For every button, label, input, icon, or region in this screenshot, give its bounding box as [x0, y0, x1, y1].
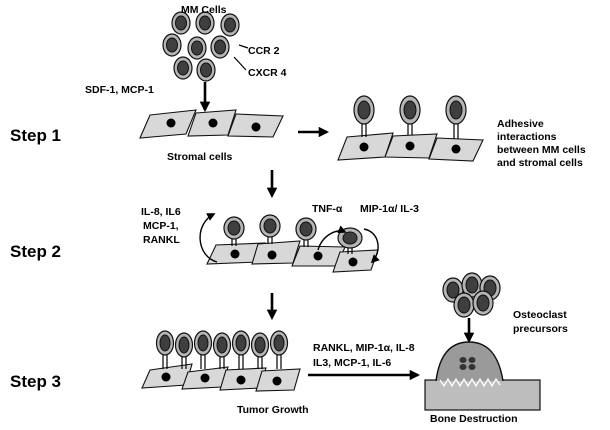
- mcp1-label: MCP-1,: [143, 220, 179, 232]
- tumor-mm-cell: [212, 332, 232, 369]
- tumor-mm-cell: [155, 330, 175, 369]
- ccr2-pointer: [238, 44, 249, 49]
- stromal-cells-label: Stromal cells: [167, 151, 233, 163]
- mip-il3-label: MIP-1α/ IL-3: [360, 203, 419, 215]
- mm-cell: [173, 56, 193, 80]
- step-3-label: Step 3: [10, 372, 61, 391]
- mm-cell: [171, 11, 191, 35]
- osteoclast-label-line1: Osteoclast: [513, 309, 567, 321]
- mm-cell: [220, 13, 240, 37]
- stromal-cell-layer-step1: [139, 109, 284, 139]
- tumor-mm-cell: [174, 332, 194, 369]
- cxcr4-label: CXCR 4: [248, 67, 287, 79]
- rankl-label: RANKL: [143, 234, 180, 246]
- tumor-mm-cell: [231, 330, 251, 369]
- paracrine-arrow-left: [199, 213, 218, 263]
- mm-cell: [210, 35, 230, 59]
- paracrine-arrow-middle: [317, 225, 347, 251]
- mm-stromal-interaction-step2: [206, 214, 379, 273]
- adhesive-label-line4: and stromal cells: [497, 157, 583, 169]
- mm-cell: [195, 11, 215, 35]
- mm-cell-cluster: [162, 11, 240, 82]
- tnf-alpha-label: TNF-α: [312, 203, 343, 215]
- step-2-label: Step 2: [10, 242, 61, 261]
- mm-cells-label: MM Cells: [181, 4, 227, 16]
- tumor-mm-cell: [193, 330, 213, 369]
- ccr2-label: CCR 2: [248, 45, 280, 57]
- cxcr4-pointer: [233, 56, 247, 71]
- tumor-growth-cells: [141, 330, 301, 392]
- tumor-mm-cell: [269, 330, 289, 369]
- factors-label-line1: RANKL, MIP-1α, IL-8: [313, 342, 415, 354]
- step-1-label: Step 1: [10, 126, 61, 145]
- osteoclast-precursor-cluster: [442, 272, 501, 318]
- paracrine-arrow-right: [363, 228, 380, 264]
- ruffled-border: [439, 377, 501, 388]
- tumor-mm-cell: [250, 332, 270, 369]
- adhesive-label-line2: interactions: [497, 131, 557, 143]
- adhered-mm-cells-step1: [337, 95, 484, 162]
- mm-cell: [196, 58, 216, 82]
- mm-cell: [187, 36, 207, 60]
- il8-il6-label: IL-8, IL6: [141, 206, 181, 218]
- adhesive-label-line1: Adhesive: [497, 118, 544, 130]
- tumor-growth-label: Tumor Growth: [237, 404, 309, 416]
- adhesive-label-line3: between MM cells: [497, 144, 586, 156]
- bone-destruction-label: Bone Destruction: [430, 413, 518, 425]
- osteoclast-label-line2: precursors: [513, 323, 568, 335]
- mm-cell: [162, 33, 182, 57]
- factors-label-line2: IL3, MCP-1, IL-6: [313, 357, 391, 369]
- bone-with-osteoclast: [424, 341, 541, 411]
- sdf-mcp-label: SDF-1, MCP-1: [85, 84, 154, 96]
